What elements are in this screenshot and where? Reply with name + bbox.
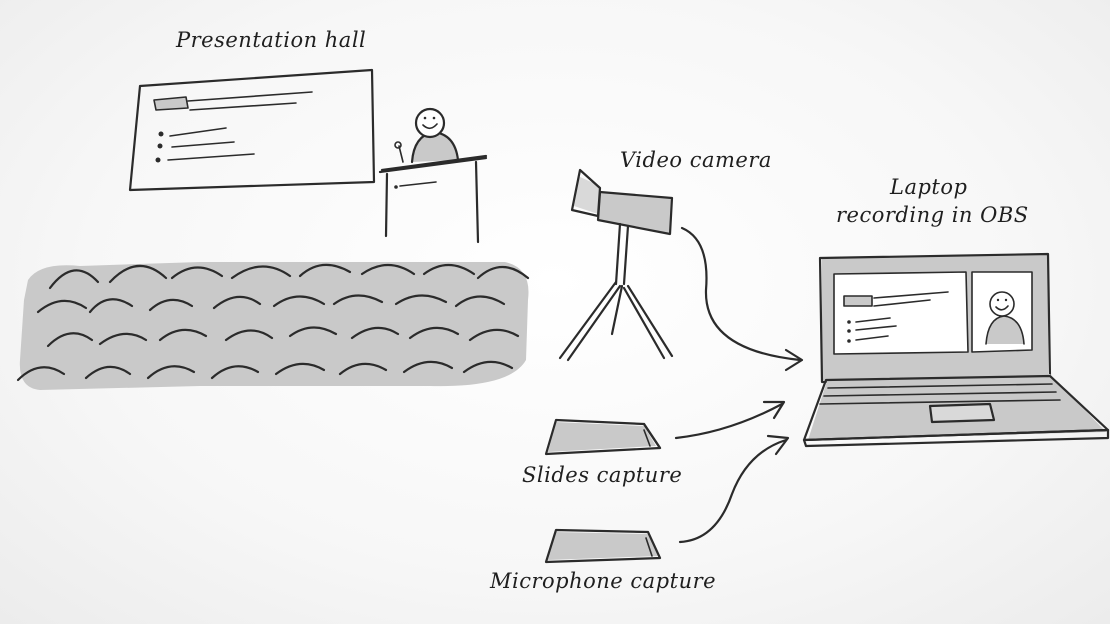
audience-icon <box>16 262 530 390</box>
laptop-label-line1: Laptop <box>889 175 967 199</box>
presentation-hall-label: Presentation hall <box>175 28 366 52</box>
presenter-icon <box>394 107 460 164</box>
slides-to-laptop-arrow <box>674 400 786 440</box>
laptop-icon <box>802 252 1110 448</box>
slides-capture-label: Slides capture <box>522 463 682 487</box>
camera-to-laptop-arrow <box>680 226 804 372</box>
microphone-capture-label: Microphone capture <box>489 569 716 593</box>
microphone-capture-device <box>544 528 662 564</box>
podium <box>378 154 488 244</box>
projection-screen <box>128 68 376 192</box>
video-camera-icon <box>558 168 674 362</box>
laptop-label-line2: recording in OBS <box>836 203 1029 227</box>
microphone-to-laptop-arrow <box>678 434 790 544</box>
slides-capture-device <box>544 418 662 456</box>
video-camera-label: Video camera <box>620 148 772 172</box>
